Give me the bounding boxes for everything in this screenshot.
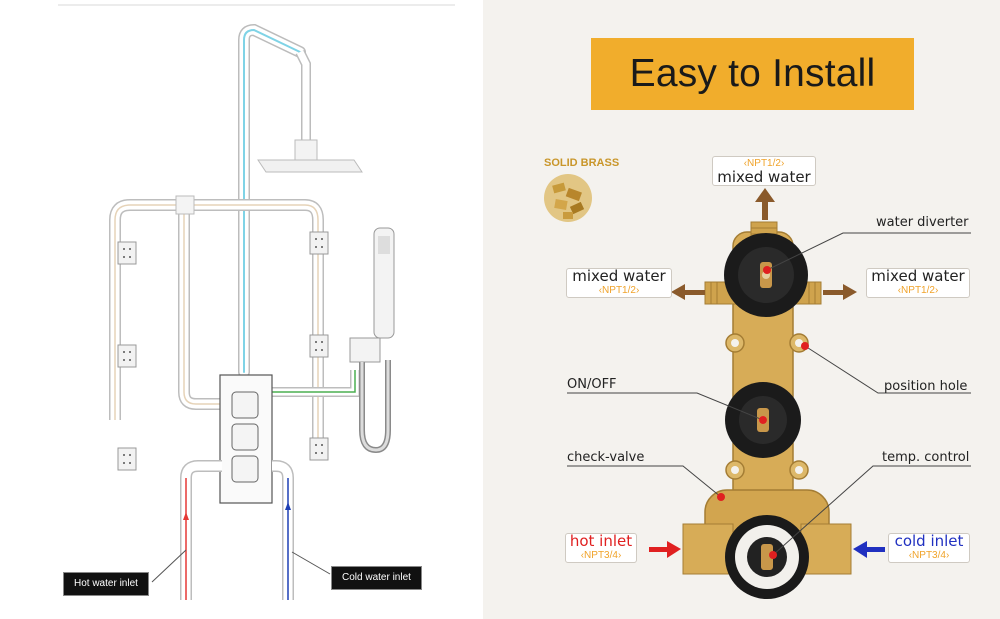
installation-diagram-panel: Hot water inlet Cold water inlet <box>0 0 483 619</box>
hot-inlet-pipe <box>180 460 222 600</box>
cold-tag-leader <box>291 551 331 575</box>
hot-inlet-name: hot inlet <box>569 532 633 550</box>
temp-control-label: temp. control <box>882 450 970 465</box>
on-off-label: ON/OFF <box>567 377 617 392</box>
hot-flow-arrow <box>183 512 189 520</box>
top-port-label: ‹NPT1/2› mixed water <box>712 156 816 186</box>
body-jet-nozzles <box>123 238 323 464</box>
brass-swatch-icon <box>544 174 592 222</box>
valve-trim-plate <box>219 374 273 504</box>
easy-install-banner: Easy to Install <box>591 38 914 110</box>
cold-riser-pipe <box>238 23 306 378</box>
hot-inlet-thread: ‹NPT3/4› <box>580 550 622 561</box>
installation-diagram <box>58 4 455 600</box>
cold-inlet-thread: ‹NPT3/4› <box>908 550 950 561</box>
cold-flow-arrow <box>285 502 291 510</box>
left-port-thread: ‹NPT1/2› <box>598 285 640 296</box>
diverter-cartridge <box>724 233 808 317</box>
hot-inlet-arrow <box>649 541 681 558</box>
body-jet-riser-pipe <box>178 205 222 410</box>
hot-tag-leader <box>151 549 187 583</box>
left-port-label: mixed water ‹NPT1/2› <box>566 268 672 298</box>
valve-diagram-panel: Easy to Install <box>483 0 1000 619</box>
rain-shower-head <box>257 139 363 173</box>
hand-shower <box>349 227 395 454</box>
banner-title: Easy to Install <box>629 52 876 95</box>
top-port-thread: ‹NPT1/2› <box>743 158 785 169</box>
hot-water-inlet-tag: Hot water inlet <box>63 572 149 596</box>
water-diverter-label: water diverter <box>876 215 969 230</box>
cold-inlet-pipe <box>272 460 294 600</box>
position-hole-label: position hole <box>884 379 968 394</box>
top-port-name: mixed water <box>717 168 811 186</box>
thermostatic-cartridge <box>725 515 809 599</box>
callout-leaders <box>567 232 971 556</box>
cold-inlet-arrow <box>853 541 885 558</box>
left-outlet-arrow <box>671 284 705 300</box>
shower-arm <box>295 49 311 140</box>
callout-dots <box>717 266 809 559</box>
left-port-name: mixed water <box>572 267 666 285</box>
top-outlet-arrow <box>755 188 775 220</box>
cold-water-inlet-tag: Cold water inlet <box>331 566 422 590</box>
right-port-thread: ‹NPT1/2› <box>897 285 939 296</box>
right-outlet-arrow <box>823 284 857 300</box>
body-jets <box>117 231 329 471</box>
cold-inlet-name: cold inlet <box>894 532 964 550</box>
valve-diagram <box>544 174 971 599</box>
hand-shower-pipe <box>270 370 360 397</box>
check-valve-label: check-valve <box>567 450 645 465</box>
solid-brass-label: SOLID BRASS <box>544 157 620 169</box>
top-header-pipe <box>109 199 324 450</box>
right-port-label: mixed water ‹NPT1/2› <box>866 268 970 298</box>
hot-inlet-label: hot inlet ‹NPT3/4› <box>565 533 637 563</box>
cold-inlet-label: cold inlet ‹NPT3/4› <box>888 533 970 563</box>
right-port-name: mixed water <box>871 267 965 285</box>
